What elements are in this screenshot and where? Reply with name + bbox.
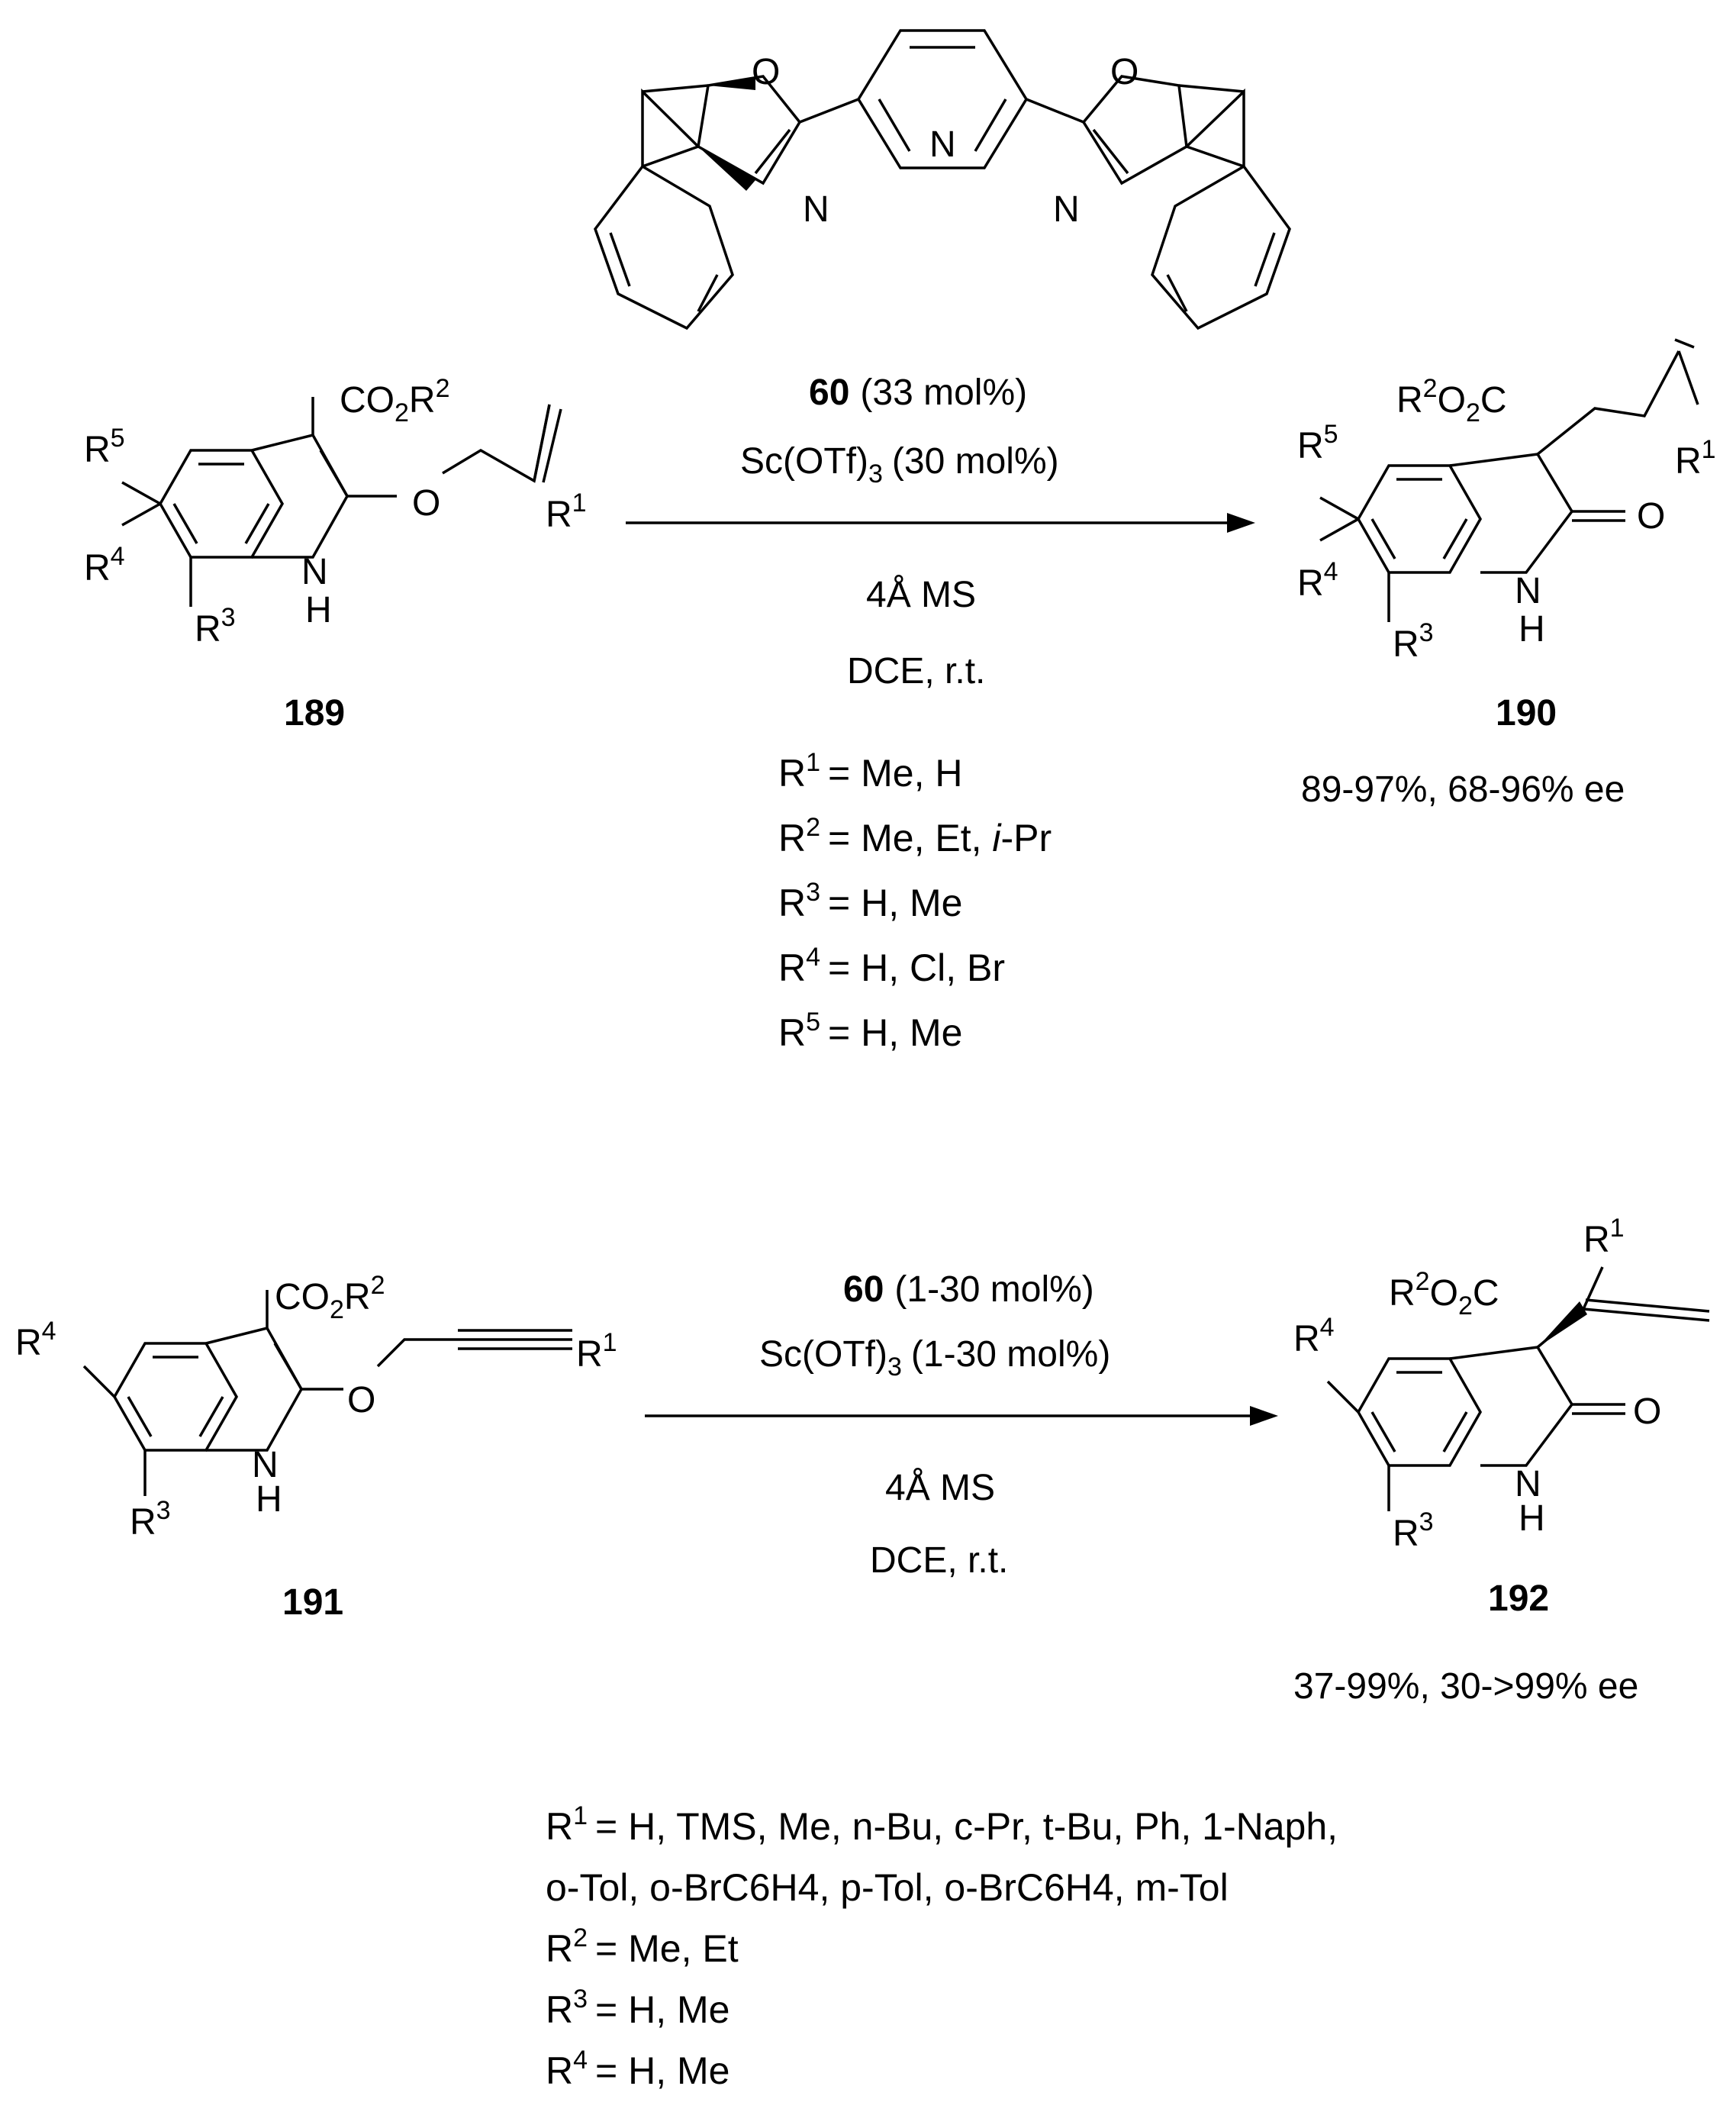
reaction-arrow-1-head [1227,513,1255,533]
r2-sieves: 4Å MS [885,1468,995,1508]
r2-rgroup-r1: R1= H, TMS, Me, n-Bu, c-Pr, t-Bu, Ph, 1-… [546,1801,1338,1848]
r2-rgroup-r4: R4= H, Me [546,2046,730,2092]
ligand-left-n: N [803,189,829,230]
s191-r4: R4 [15,1317,56,1363]
s191-r1: R1 [576,1328,617,1375]
p190-r4: R4 [1297,557,1338,604]
p190-co2r2: R2O2C [1396,374,1507,427]
r1-conditions: DCE, r.t. [847,651,985,692]
p192-h: H [1519,1498,1545,1539]
substrate-191-structure [82,1290,572,1496]
r2-lewis-acid: Sc(OTf)3(1-30 mol%) [759,1334,1110,1382]
product-190-label: 190 [1496,693,1557,734]
r2-yield: 37-99%, 30->99% ee [1293,1666,1638,1707]
p190-r5: R5 [1297,420,1338,466]
s189-co2r2: CO2R2 [340,374,450,427]
s191-h: H [256,1479,282,1520]
p192-o: O [1633,1391,1661,1432]
p192-nh: N [1515,1464,1541,1504]
p190-nh: N [1515,571,1541,611]
s189-r1: R1 [546,488,587,535]
p190-r3: R3 [1393,618,1434,665]
s189-nh: N [301,552,328,592]
substrate-189-structure [121,397,562,607]
r1-yield: 89-97%, 68-96% ee [1301,769,1625,810]
reaction-arrow-2-head [1250,1406,1278,1426]
p190-r1: R1 [1675,435,1716,482]
r1-rgroup-r5: R5= H, Me [778,1008,962,1054]
s189-r3: R3 [195,603,236,650]
r1-sieves: 4Å MS [866,575,976,615]
s191-r3: R3 [130,1496,171,1543]
s191-nh: N [252,1445,279,1485]
ligand-60-structure [594,29,1291,330]
r1-catalyst: 60(33 mol%) [809,372,1027,413]
r2-rgroup-r1-cont: o-Tol, o-BrC6H4, p-Tol, o-BrC6H4, m-Tol [546,1866,1229,1909]
s189-o: O [412,483,440,524]
ligand-left-o: O [752,52,780,92]
ligand-pyridine-n: N [929,124,956,165]
p192-stereo-wedge [1538,1301,1587,1347]
product-192-label: 192 [1488,1578,1549,1619]
r1-rgroup-r1: R1= Me, H [778,748,962,795]
r1-rgroup-r4: R4= H, Cl, Br [778,943,1005,989]
r2-rgroup-list: R1= H, TMS, Me, n-Bu, c-Pr, t-Bu, Ph, 1-… [546,1801,1338,2092]
product-190-structure [1319,338,1699,622]
r1-rgroup-r2: R2= Me, Et, i-Pr [778,813,1052,859]
r1-rgroup-r3: R3= H, Me [778,878,962,924]
s189-h: H [305,590,332,630]
s189-r4: R4 [84,542,125,588]
substrate-191-label: 191 [282,1582,343,1623]
substrate-189-label: 189 [284,693,345,734]
s191-o: O [347,1380,375,1420]
s189-r5: R5 [84,424,125,470]
p192-co2r2: R2O2C [1389,1267,1499,1320]
r2-catalyst: 60(1-30 mol%) [843,1269,1094,1310]
s191-co2r2: CO2R2 [275,1271,385,1324]
r1-rgroup-list: R1= Me, H R2= Me, Et, i-Pr R3= H, Me R4=… [778,748,1052,1054]
ligand-right-o: O [1110,52,1139,92]
r1-lewis-acid: Sc(OTf)3(30 mol%) [740,441,1059,488]
p192-r3: R3 [1393,1507,1434,1554]
r2-rgroup-r3: R3= H, Me [546,1985,730,2031]
p192-r1: R1 [1583,1214,1625,1260]
r2-conditions: DCE, r.t. [870,1540,1008,1581]
ligand-right-n: N [1053,189,1080,230]
p190-h: H [1519,609,1545,650]
p190-o: O [1637,496,1665,537]
r2-rgroup-r2: R2= Me, Et [546,1923,739,1970]
p192-r4: R4 [1293,1313,1335,1359]
